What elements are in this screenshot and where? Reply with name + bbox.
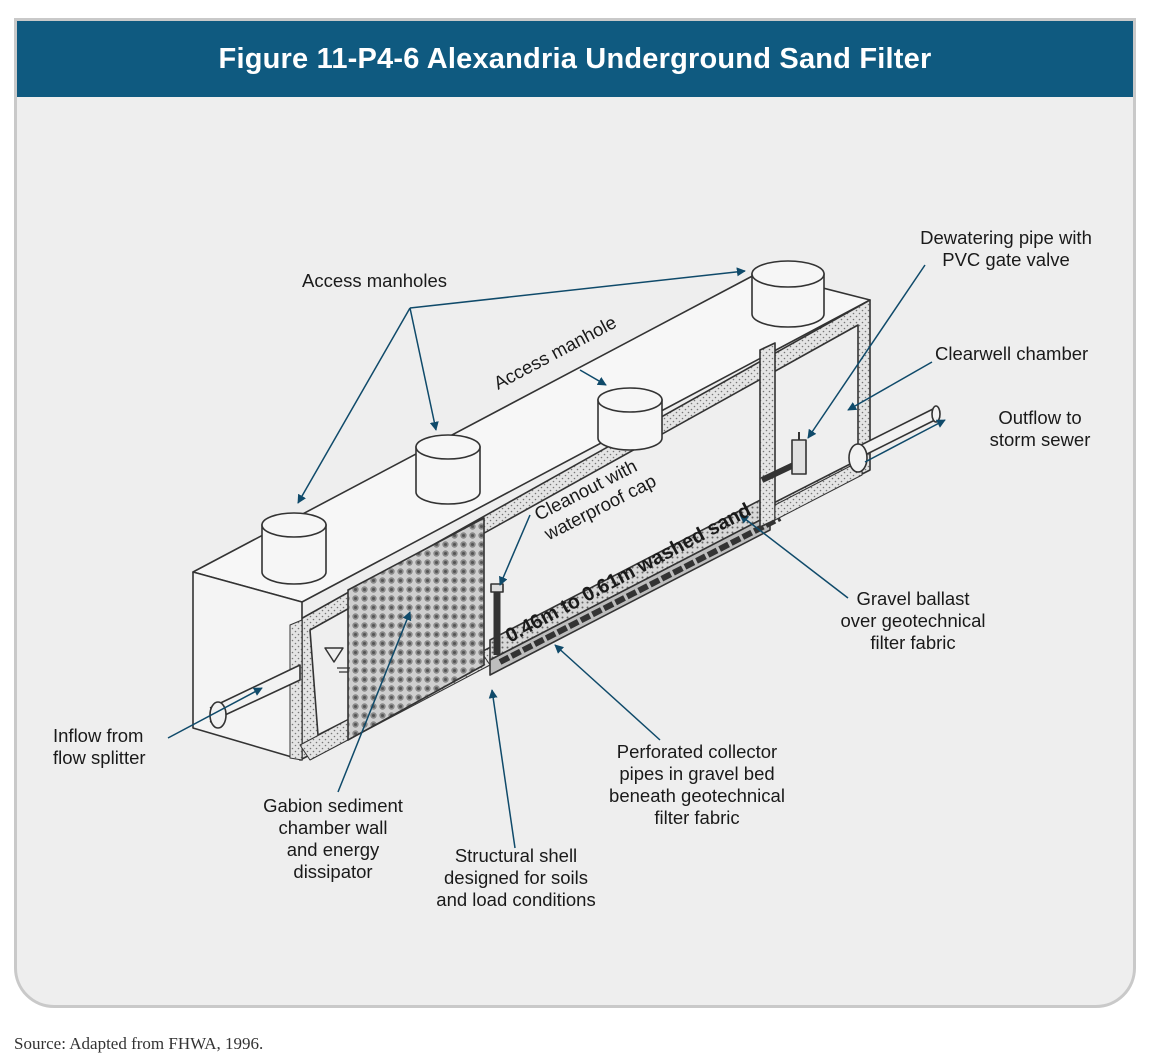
svg-text:dissipator: dissipator (293, 861, 372, 882)
svg-text:Outflow to: Outflow to (998, 407, 1081, 428)
figure-title: Figure 11-P4-6 Alexandria Underground Sa… (218, 42, 932, 75)
svg-text:flow splitter: flow splitter (53, 747, 146, 768)
svg-text:PVC gate valve: PVC gate valve (942, 249, 1070, 270)
label-inflow: Inflow from flow splitter (53, 725, 146, 768)
label-structural-shell: Structural shell designed for soils and … (436, 845, 595, 910)
svg-text:Gabion sediment: Gabion sediment (263, 795, 403, 816)
svg-text:filter fabric: filter fabric (654, 807, 739, 828)
svg-text:filter fabric: filter fabric (870, 632, 955, 653)
svg-text:designed for soils: designed for soils (444, 867, 588, 888)
manhole-4 (751, 260, 825, 328)
svg-text:Perforated collector: Perforated collector (617, 741, 777, 762)
source-caption: Source: Adapted from FHWA, 1996. (14, 1034, 264, 1053)
manhole-2 (415, 434, 481, 505)
title-bar: Figure 11-P4-6 Alexandria Underground Sa… (17, 21, 1133, 97)
label-perforated-pipes: Perforated collector pipes in gravel bed… (609, 741, 785, 828)
svg-text:pipes in gravel bed: pipes in gravel bed (619, 763, 774, 784)
svg-text:Dewatering pipe with: Dewatering pipe with (920, 227, 1092, 248)
label-gabion: Gabion sediment chamber wall and energy … (263, 795, 403, 882)
label-access-manholes: Access manholes (302, 270, 447, 291)
svg-text:and energy: and energy (287, 839, 380, 860)
svg-text:over geotechnical: over geotechnical (840, 610, 985, 631)
svg-text:Inflow from: Inflow from (53, 725, 143, 746)
svg-text:storm sewer: storm sewer (990, 429, 1091, 450)
label-dewatering: Dewatering pipe with PVC gate valve (920, 227, 1092, 270)
svg-text:Structural shell: Structural shell (455, 845, 577, 866)
figure-panel: Figure 11-P4-6 Alexandria Underground Sa… (14, 18, 1136, 1008)
svg-text:and load conditions: and load conditions (436, 889, 595, 910)
svg-text:chamber wall: chamber wall (279, 817, 388, 838)
label-gravel-ballast: Gravel ballast over geotechnical filter … (840, 588, 985, 653)
label-clearwell: Clearwell chamber (935, 343, 1088, 364)
leader-arrows (167, 264, 946, 849)
svg-text:beneath geotechnical: beneath geotechnical (609, 785, 785, 806)
label-outflow: Outflow to storm sewer (990, 407, 1091, 450)
svg-text:Gravel ballast: Gravel ballast (856, 588, 969, 609)
manhole-1 (261, 512, 327, 585)
filter-structure (192, 271, 941, 761)
manhole-3 (597, 387, 663, 451)
